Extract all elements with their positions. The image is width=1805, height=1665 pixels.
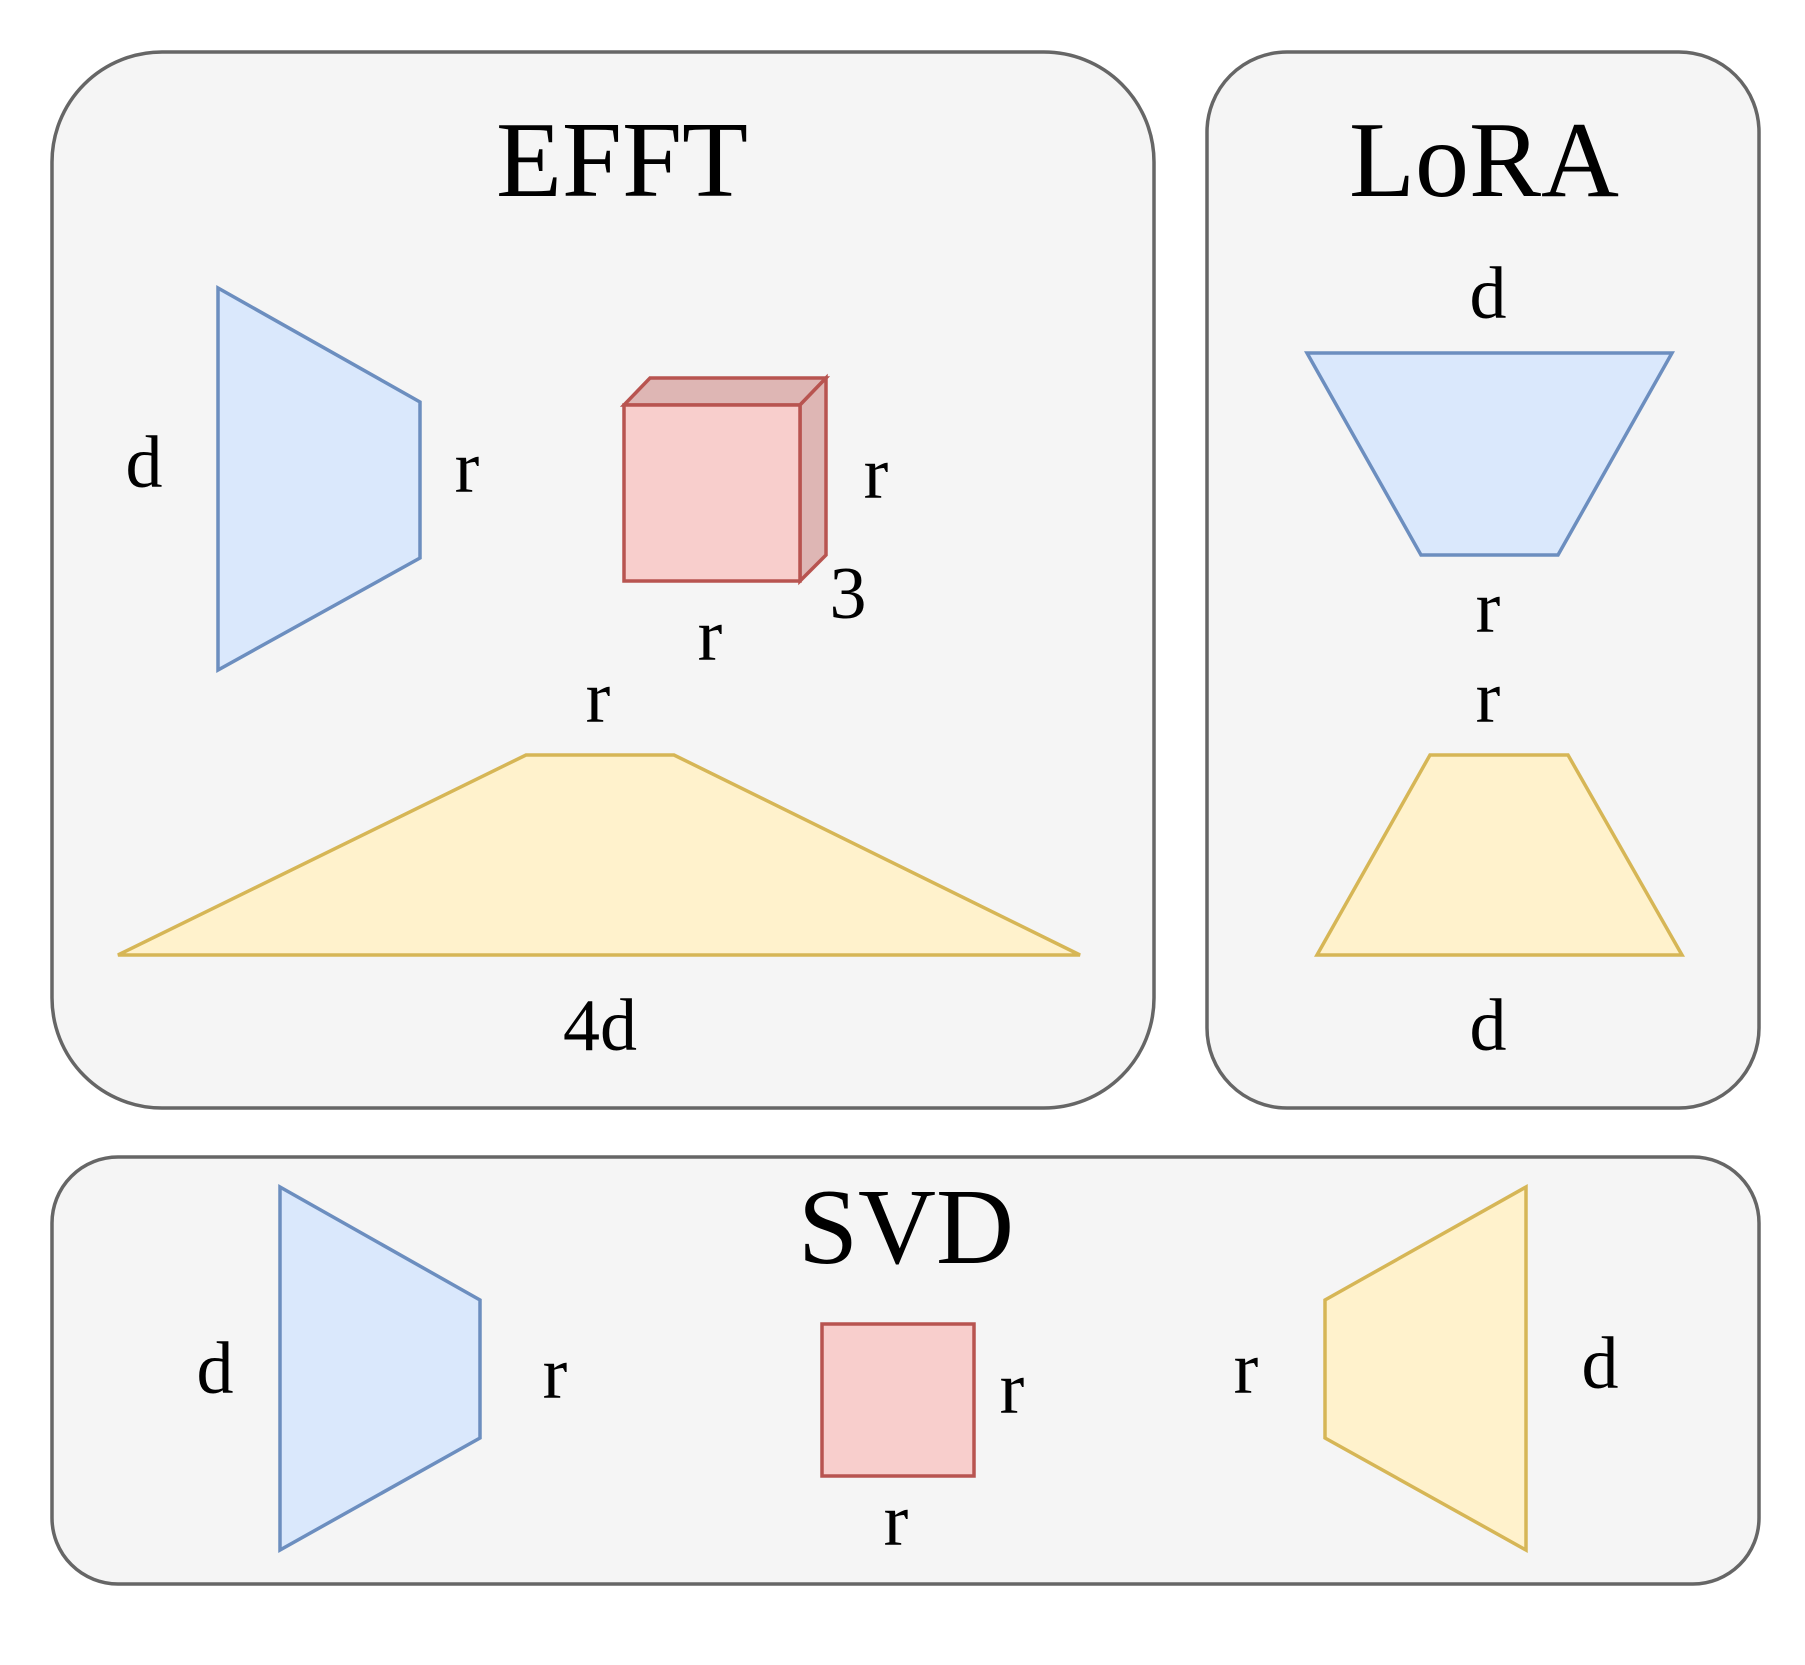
efft-panel: EFFT d r r 3 r r 4d: [50, 50, 1156, 1110]
lora-yellow-top-label: r: [1476, 657, 1501, 739]
lora-blue-top-label: d: [1470, 253, 1507, 335]
lora-title: LoRA: [1349, 101, 1619, 220]
efft-cube-front-face: [622, 403, 802, 583]
efft-cube-bottom-label: r: [698, 595, 723, 677]
lora-blue-trapezoid: [1304, 351, 1675, 557]
svd-yellow-right-label: d: [1582, 1323, 1619, 1405]
efft-yellow-bottom-label: 4d: [563, 985, 637, 1067]
svd-title: SVD: [798, 1168, 1014, 1287]
lora-yellow-trapezoid: [1314, 753, 1686, 957]
lora-panel: LoRA d r r d: [1205, 50, 1761, 1110]
efft-core-cube: [619, 373, 831, 586]
svd-panel: SVD d r r r r d: [50, 1155, 1761, 1586]
efft-cube-top-face: [619, 376, 831, 407]
efft-blue-left-label: d: [126, 422, 163, 504]
efft-yellow-top-label: r: [586, 657, 611, 739]
svd-blue-trapezoid: [278, 1184, 482, 1553]
efft-cube-depth-label: 3: [830, 553, 867, 635]
efft-cube-side-label: r: [864, 433, 889, 515]
svd-yellow-left-label: r: [1234, 1328, 1259, 1410]
lora-panel-box: [1205, 50, 1761, 1110]
efft-panel-box: [50, 50, 1156, 1110]
svd-singular-square: [820, 1322, 976, 1478]
svd-blue-left-label: d: [197, 1328, 234, 1410]
svd-square-side-label: r: [1000, 1348, 1025, 1430]
efft-title: EFFT: [496, 101, 748, 220]
svd-yellow-trapezoid: [1323, 1184, 1528, 1553]
svd-blue-right-label: r: [543, 1333, 568, 1415]
lora-yellow-bottom-label: d: [1470, 985, 1507, 1067]
lora-blue-bottom-label: r: [1476, 567, 1501, 649]
efft-blue-right-label: r: [455, 427, 480, 509]
efft-blue-trapezoid: [216, 285, 422, 673]
efft-cube-side-face: [798, 373, 828, 586]
efft-yellow-trapezoid: [117, 753, 1081, 957]
svd-square-bottom-label: r: [884, 1480, 909, 1562]
